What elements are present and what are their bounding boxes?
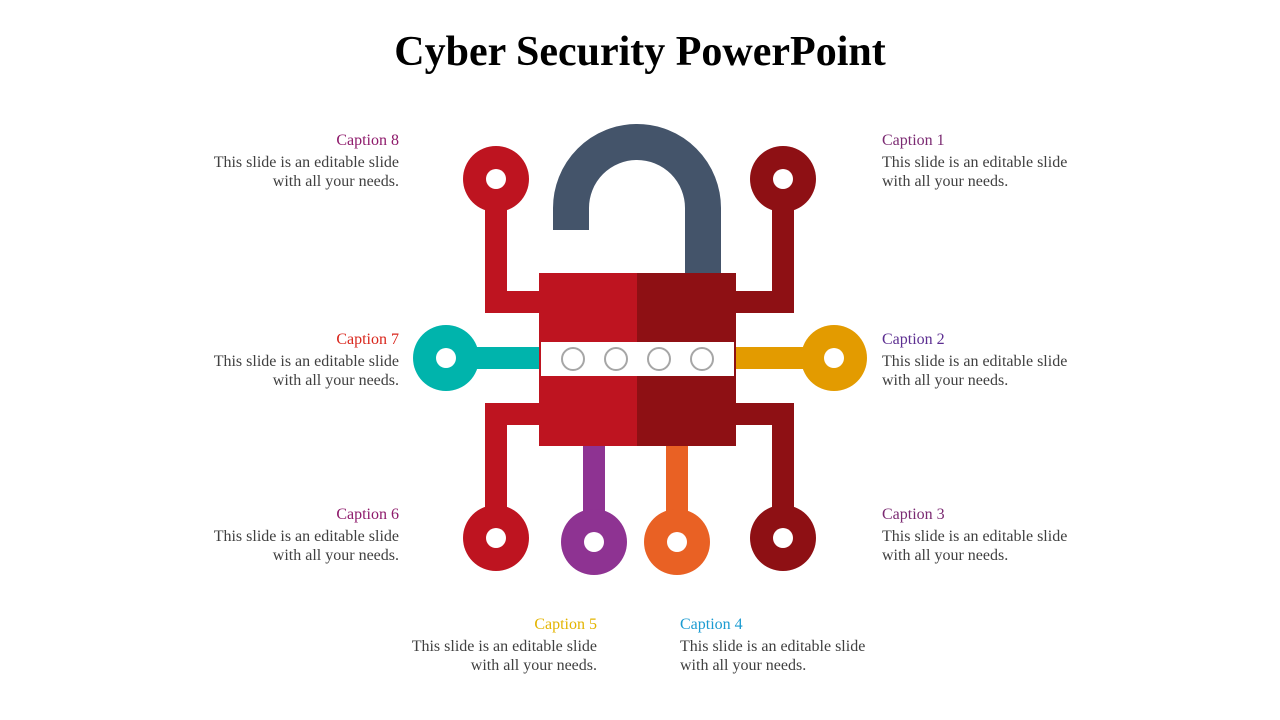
node-caption-3 <box>750 505 816 571</box>
caption-title: Caption 7 <box>336 331 399 348</box>
caption-title: Caption 2 <box>882 331 945 348</box>
node-caption-4 <box>644 509 710 575</box>
caption-text: This slide is an editable slide with all… <box>411 638 597 674</box>
trace-caption-6 <box>485 403 540 538</box>
lock-dot <box>690 347 714 371</box>
caption-title: Caption 3 <box>882 506 945 523</box>
node-caption-6 <box>463 505 529 571</box>
caption-text: This slide is an editable slide with all… <box>882 353 1068 389</box>
lock-dots <box>561 347 714 371</box>
trace-caption-3 <box>736 403 794 538</box>
caption-text: This slide is an editable slide with all… <box>680 638 866 674</box>
trace-caption-1 <box>736 180 794 313</box>
caption-4: Caption 4 This slide is an editable slid… <box>680 615 880 675</box>
caption-1: Caption 1 This slide is an editable slid… <box>882 131 1082 191</box>
caption-text: This slide is an editable slide with all… <box>213 154 399 190</box>
lock-dot <box>604 347 628 371</box>
caption-title: Caption 8 <box>336 132 399 149</box>
caption-text: This slide is an editable slide with all… <box>882 528 1068 564</box>
caption-7: Caption 7 This slide is an editable slid… <box>199 330 399 390</box>
caption-8: Caption 8 This slide is an editable slid… <box>199 131 399 191</box>
node-caption-1 <box>750 146 816 212</box>
caption-title: Caption 6 <box>336 506 399 523</box>
caption-3: Caption 3 This slide is an editable slid… <box>882 505 1082 565</box>
caption-text: This slide is an editable slide with all… <box>213 528 399 564</box>
node-caption-8 <box>463 146 529 212</box>
trace-caption-8 <box>485 180 540 313</box>
circuit-nodes <box>413 146 867 575</box>
node-caption-7 <box>413 325 479 391</box>
lock-dot <box>647 347 671 371</box>
caption-title: Caption 1 <box>882 132 945 149</box>
padlock-shackle <box>553 124 721 274</box>
caption-5: Caption 5 This slide is an editable slid… <box>397 615 597 675</box>
caption-title: Caption 5 <box>534 616 597 633</box>
lock-dot <box>561 347 585 371</box>
caption-title: Caption 4 <box>680 616 743 633</box>
slide-title: Cyber Security PowerPoint <box>394 29 886 75</box>
node-caption-2 <box>801 325 867 391</box>
caption-6: Caption 6 This slide is an editable slid… <box>199 505 399 565</box>
caption-text: This slide is an editable slide with all… <box>213 353 399 389</box>
caption-text: This slide is an editable slide with all… <box>882 154 1068 190</box>
caption-2: Caption 2 This slide is an editable slid… <box>882 330 1082 390</box>
node-caption-5 <box>561 509 627 575</box>
